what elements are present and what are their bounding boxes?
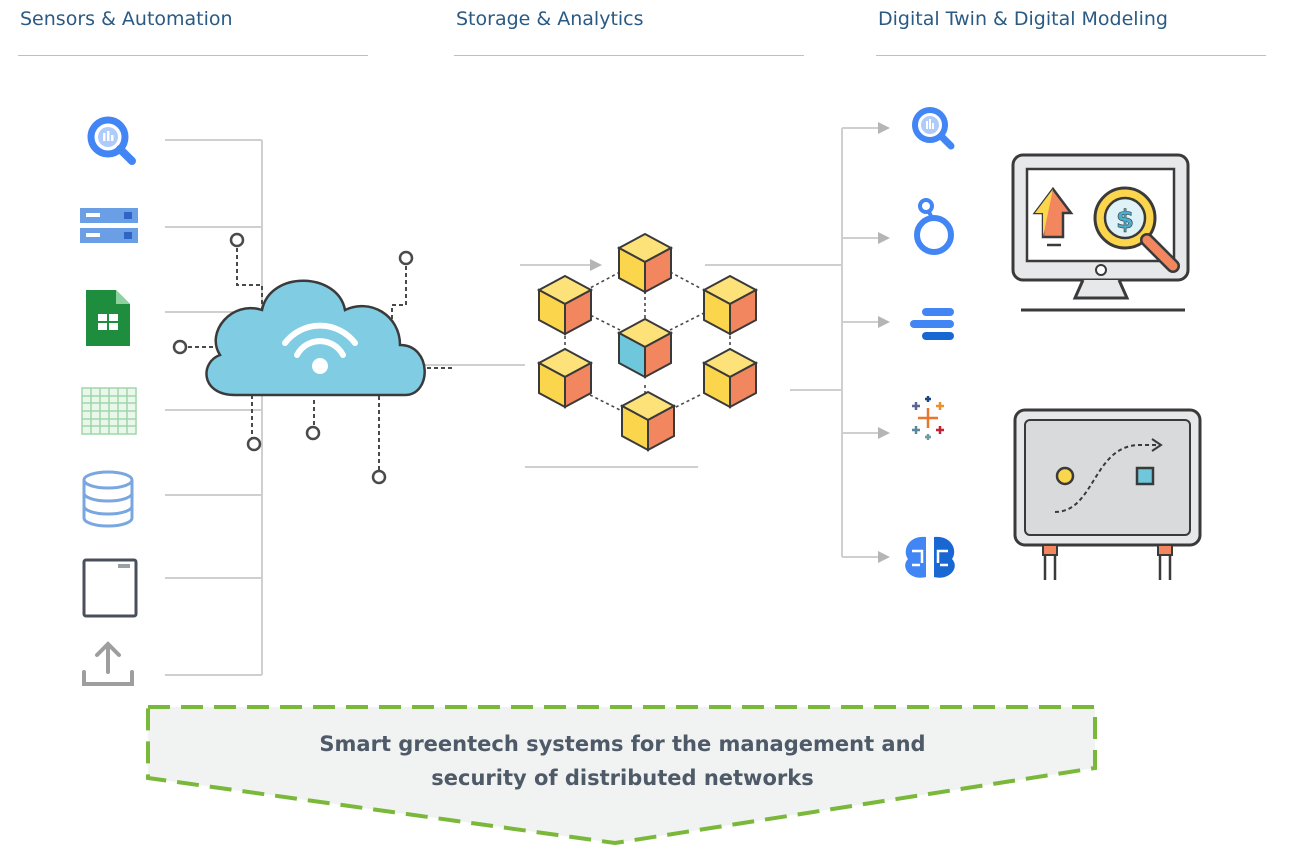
cloud-wifi-icon <box>172 232 452 485</box>
header-divider <box>18 55 368 56</box>
header-divider <box>876 55 1266 56</box>
spreadsheet-grid-icon <box>81 387 137 435</box>
looker-icon <box>914 198 954 255</box>
header-divider <box>454 55 804 56</box>
header-storage-analytics: Storage & Analytics <box>456 8 644 30</box>
blockchain-cubes-icon <box>538 233 757 451</box>
summary-banner-text: Smart greentech systems for the manageme… <box>150 727 1095 795</box>
svg-text:$: $ <box>1116 205 1134 235</box>
bigquery-icon <box>912 107 955 150</box>
output-connectors <box>705 122 890 563</box>
source-connectors <box>165 139 698 676</box>
database-icon <box>82 470 134 528</box>
banner-line-2: security of distributed networks <box>431 766 814 790</box>
header-digital-twin: Digital Twin & Digital Modeling <box>878 8 1168 30</box>
ai-brain-icon <box>905 536 955 578</box>
file-document-icon <box>82 558 138 618</box>
upload-icon <box>82 641 134 686</box>
banner-line-1: Smart greentech systems for the manageme… <box>319 732 926 756</box>
summary-banner-shape <box>146 705 1097 845</box>
header-sensors-automation: Sensors & Automation <box>20 8 233 30</box>
data-studio-icon <box>910 308 954 340</box>
monitor-analytics-icon: $ <box>1011 153 1190 312</box>
google-sheets-icon <box>86 290 130 346</box>
bigquery-icon <box>87 116 136 165</box>
storage-servers-icon <box>80 208 138 243</box>
process-board-icon <box>1013 408 1202 580</box>
tableau-icon <box>912 396 944 440</box>
